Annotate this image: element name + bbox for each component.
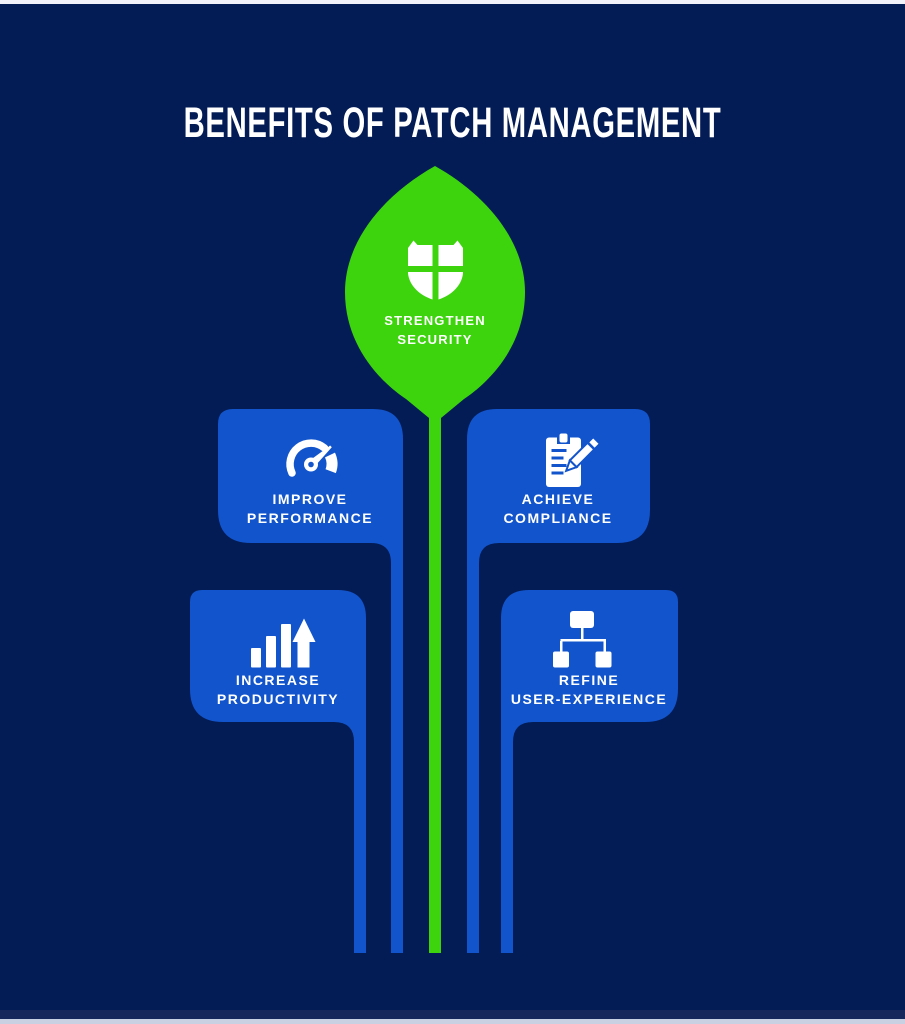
center-node-label: STRENGTHEN SECURITY: [335, 312, 535, 349]
benefit-line2: PRODUCTIVITY: [216, 690, 340, 707]
speedometer-icon: [286, 439, 338, 477]
benefit-label-lower-left: INCREASE PRODUCTIVITY: [188, 671, 368, 708]
benefit-line1: ACHIEVE: [521, 491, 595, 507]
benefit-line1: INCREASE: [235, 672, 321, 688]
center-node-line2: SECURITY: [397, 331, 473, 347]
benefit-line1: REFINE: [558, 672, 620, 688]
benefit-card-shape-lower-right: [501, 590, 678, 953]
benefit-line1: IMPROVE: [272, 491, 348, 507]
clipboard-pencil-icon: [546, 433, 602, 487]
security-leaf-shape: [345, 166, 525, 953]
bar-chart-growth-icon: [251, 618, 316, 668]
benefit-card-shape-lower-left: [190, 590, 366, 953]
benefit-line2: USER-EXPERIENCE: [510, 690, 668, 707]
page-title: BENEFITS OF PATCH MANAGEMENT: [183, 99, 722, 147]
benefit-line2: PERFORMANCE: [246, 509, 374, 526]
benefit-label-upper-right: ACHIEVE COMPLIANCE: [468, 490, 648, 527]
sitemap-icon: [553, 611, 612, 668]
bottom-edge-line: [0, 1019, 905, 1024]
security-shield-icon: [408, 240, 463, 300]
top-edge-line: [0, 0, 905, 4]
bottom-band: [0, 1010, 905, 1019]
benefit-card-shape-upper-right: [467, 409, 650, 953]
benefit-label-upper-left: IMPROVE PERFORMANCE: [220, 490, 400, 527]
benefit-line2: COMPLIANCE: [503, 509, 613, 526]
benefit-card-shape-upper-left: [218, 409, 403, 953]
center-node-line1: STRENGTHEN: [384, 313, 486, 328]
benefit-label-lower-right: REFINE USER-EXPERIENCE: [499, 671, 679, 708]
